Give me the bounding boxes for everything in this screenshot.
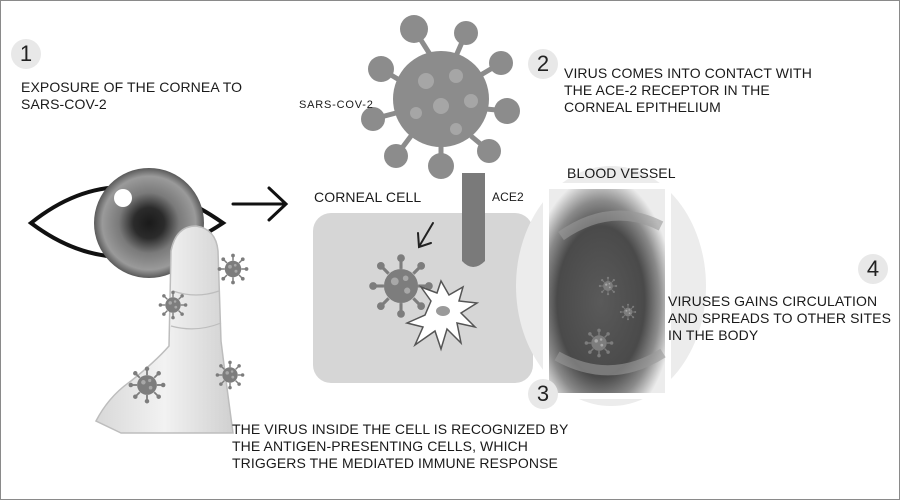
virus-particle: [216, 252, 250, 286]
step-3-number: 3: [528, 379, 558, 409]
step-1-number: 1: [11, 39, 41, 69]
virus-particle: [583, 327, 615, 359]
step-4-text: VIRUSES GAINS CIRCULATION AND SPREADS TO…: [668, 293, 892, 343]
step-4-number: 4: [858, 254, 888, 284]
corneal-cell-label: CORNEAL CELL: [314, 189, 422, 205]
arrow-down-left-icon: [417, 222, 434, 249]
step-2-text: VIRUS COMES INTO CONTACT WITH THE ACE-2 …: [564, 65, 812, 115]
step-2-number: 2: [528, 49, 558, 79]
step-3-text: THE VIRUS INSIDE THE CELL IS RECOGNIZED …: [232, 421, 569, 471]
blood-vessel-label: BLOOD VESSEL: [567, 165, 676, 181]
virus-particle: [598, 276, 618, 296]
step-1-text: EXPOSURE OF THE CORNEA TO SARS-COV-2: [21, 79, 243, 112]
internalized-virus: [367, 252, 435, 320]
virus-particle: [619, 303, 637, 321]
sars-cov-2-virus: [361, 15, 520, 179]
ace2-label: ACE2: [492, 190, 524, 204]
virus-particle: [157, 289, 189, 321]
virus-label: SARS-COV-2: [299, 99, 374, 111]
virus-particle: [127, 365, 167, 405]
arrow-right-icon: [231, 186, 289, 222]
virus-particle: [214, 359, 246, 391]
ace2-receptor: [462, 173, 485, 267]
apc-nucleus: [436, 306, 450, 316]
finger: [94, 225, 234, 434]
